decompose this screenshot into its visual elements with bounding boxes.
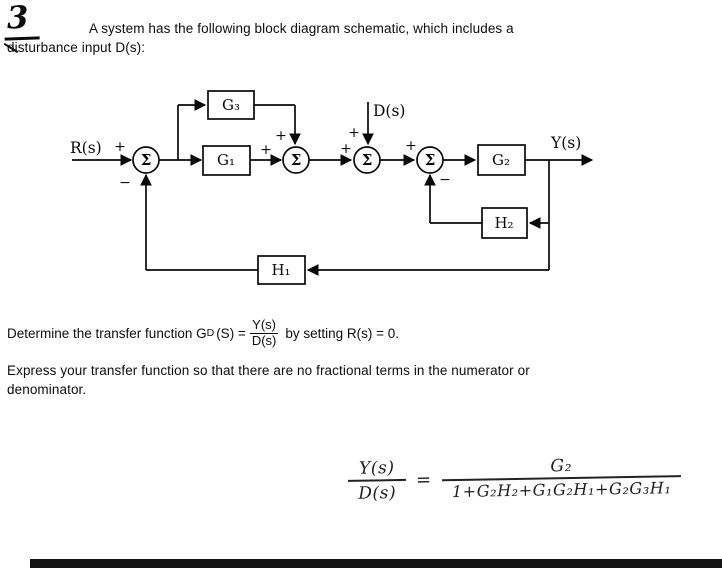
minus-sign: −: [119, 175, 131, 191]
scan-edge-bar: [30, 559, 722, 568]
block-g3-box: [207, 90, 255, 120]
determine-suffix: by setting R(s) = 0.: [285, 325, 400, 341]
disturbance-label: D(s): [373, 102, 405, 120]
block-g1-label: G₁: [217, 151, 235, 169]
determine-mid: (S) =: [216, 325, 246, 341]
block-h1-label: H₁: [271, 261, 290, 279]
solution-lhs-fraction: Y(s) D(s): [347, 457, 407, 506]
input-label: R(s): [70, 139, 102, 157]
plus-sign: +: [340, 141, 352, 157]
problem-number: 3: [3, 0, 40, 41]
intro-line-2: disturbance input D(s):: [7, 40, 146, 55]
plus-sign: +: [405, 138, 417, 154]
solution-rhs-fraction: G₂ 1+G₂H₂+G₁G₂H₁+G₂G₃H₁: [441, 453, 682, 503]
solution-equals: =: [415, 469, 432, 491]
plus-sign: +: [348, 125, 360, 141]
handwritten-solution: Y(s) D(s) = G₂ 1+G₂H₂+G₁G₂H₁+G₂G₃H₁: [347, 452, 682, 506]
solution-rhs-denominator: 1+G₂H₂+G₁G₂H₁+G₂G₃H₁: [441, 474, 682, 503]
sum-junction-1: [132, 146, 160, 174]
fraction-denominator: D(s): [249, 332, 279, 348]
sum-junction-3: [353, 146, 381, 174]
block-h2-box: [481, 207, 528, 239]
block-h2-label: H₂: [494, 214, 513, 232]
block-h1-box: [257, 255, 306, 285]
block-diagram: Σ Σ Σ Σ G₃ G₁ G₂ H₂ H₁ R(s) D(s) Y(s) + …: [70, 90, 594, 285]
solution-lhs-numerator: Y(s): [358, 458, 395, 479]
minus-sign: −: [439, 172, 451, 188]
sigma-symbol-4: Σ: [425, 151, 436, 169]
sum-junction-4: [416, 146, 444, 174]
express-line-2: denominator.: [7, 382, 87, 397]
sigma-symbol-3: Σ: [362, 151, 373, 169]
determine-subscript: D: [206, 327, 215, 340]
plus-sign: +: [260, 142, 272, 158]
block-g2-box: [477, 144, 526, 176]
transfer-fraction: Y(s) D(s): [249, 317, 279, 349]
fraction-numerator: Y(s): [252, 317, 277, 332]
block-g2-label: G₂: [492, 151, 510, 169]
express-line-1: Express your transfer function so that t…: [7, 363, 530, 378]
sum-junction-2: [282, 146, 310, 174]
plus-sign: +: [114, 139, 126, 155]
output-label: Y(s): [550, 134, 581, 152]
sigma-symbol-1: Σ: [141, 151, 152, 169]
plus-sign: +: [275, 128, 287, 144]
intro-line-1: A system has the following block diagram…: [89, 21, 514, 36]
block-g1-box: [202, 145, 251, 176]
determine-prefix: Determine the transfer function G: [7, 325, 207, 341]
block-g3-label: G₃: [222, 96, 240, 114]
solution-lhs-denominator: D(s): [347, 478, 407, 506]
sigma-symbol-2: Σ: [291, 151, 302, 169]
